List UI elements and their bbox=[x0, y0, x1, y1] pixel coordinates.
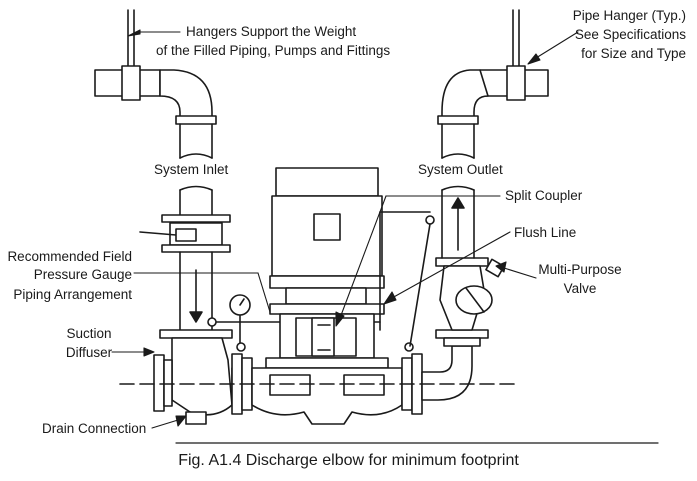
left-overhead-elbow bbox=[94, 65, 217, 159]
outlet-riser bbox=[441, 185, 475, 259]
label-recommended-2: Pressure Gauge bbox=[33, 267, 132, 282]
discharge-flange bbox=[401, 342, 423, 415]
label-system-inlet: System Inlet bbox=[154, 162, 229, 177]
pump-volute bbox=[251, 357, 403, 425]
label-split-coupler: Split Coupler bbox=[505, 188, 583, 203]
inlet-valve-handle bbox=[139, 228, 197, 242]
multi-purpose-valve bbox=[435, 257, 505, 331]
inlet-riser bbox=[161, 185, 231, 331]
pump-bracket bbox=[269, 303, 385, 359]
label-recommended-3: Piping Arrangement bbox=[13, 287, 132, 302]
leader-lines bbox=[111, 29, 579, 429]
label-hangers-support-1: Hangers Support the Weight bbox=[186, 24, 357, 39]
label-suction-1: Suction bbox=[66, 326, 112, 341]
label-flush-line: Flush Line bbox=[514, 225, 577, 240]
right-hanger-rod bbox=[512, 9, 520, 69]
figure-caption: Fig. A1.4 Discharge elbow for minimum fo… bbox=[178, 452, 519, 469]
label-system-outlet: System Outlet bbox=[418, 162, 503, 177]
flush-line bbox=[379, 211, 435, 347]
left-hanger-rod bbox=[127, 9, 135, 69]
right-overhead-elbow bbox=[437, 65, 549, 159]
label-drain-connection: Drain Connection bbox=[42, 421, 147, 436]
discharge-elbow bbox=[421, 329, 489, 401]
pump-motor bbox=[269, 167, 385, 305]
label-pipe-hanger-3: for Size and Type bbox=[581, 46, 686, 61]
label-pipe-hanger-1: Pipe Hanger (Typ.) bbox=[572, 8, 686, 23]
suction-flange bbox=[231, 342, 253, 415]
label-multi-purpose-2: Valve bbox=[563, 281, 597, 296]
label-pipe-hanger-2: See Specifications bbox=[574, 27, 686, 42]
label-recommended-1: Recommended Field bbox=[7, 249, 132, 264]
suction-diffuser bbox=[153, 329, 233, 425]
label-hangers-support-2: of the Filled Piping, Pumps and Fittings bbox=[156, 43, 391, 58]
label-multi-purpose-1: Multi-Purpose bbox=[538, 262, 622, 277]
label-suction-2: Diffuser bbox=[65, 345, 113, 360]
